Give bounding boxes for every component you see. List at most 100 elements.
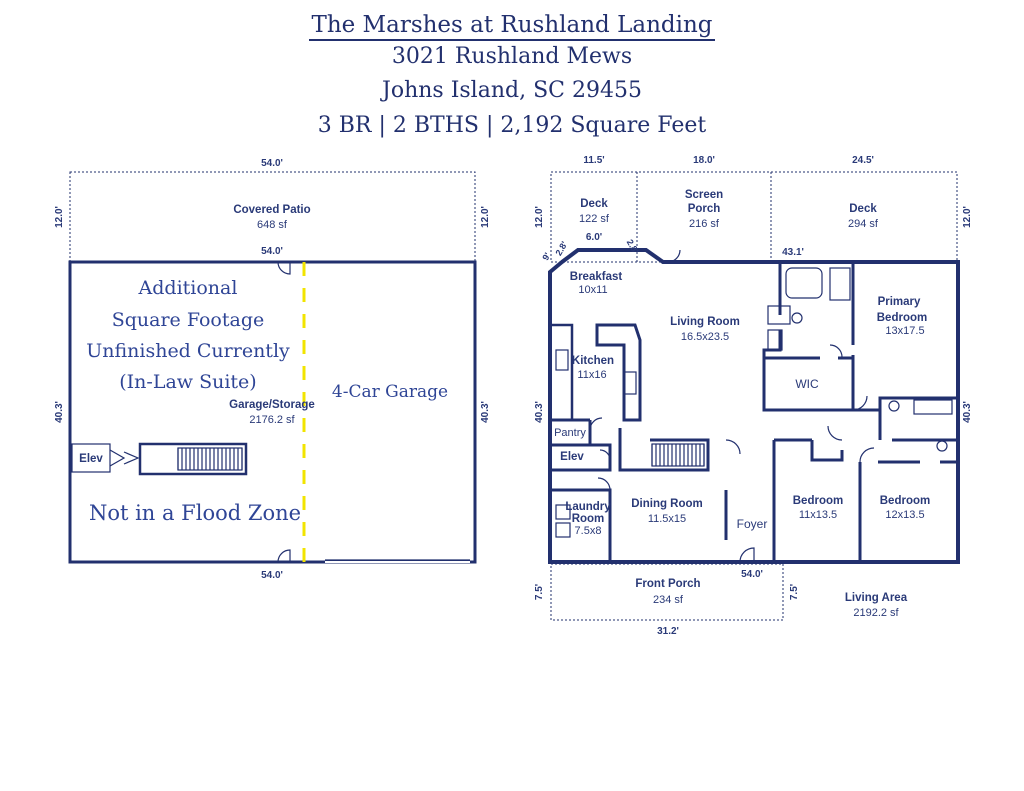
range: [623, 371, 637, 395]
laundry-label-1: Laundry: [565, 501, 611, 513]
stair-run: [177, 447, 243, 471]
lower-level-plan: 54.0' 54.0' 54.0' 12.0' 12.0' 40.3' 40.3…: [54, 158, 491, 581]
elevator-label-lower: Elev: [79, 453, 103, 465]
dim-left-side-main: 40.3': [534, 401, 545, 423]
dim-left-outer: 12.0': [534, 206, 545, 228]
deck-right-area: 294 sf: [848, 218, 879, 230]
primary-toilet: [791, 312, 803, 324]
bedroom-left-size: 11x13.5: [799, 509, 837, 521]
flood-zone-note: Not in a Flood Zone: [89, 501, 301, 525]
dim-bottom: 54.0': [261, 570, 283, 581]
dim-left-side: 40.3': [54, 401, 65, 423]
bedroom-right-door: [859, 447, 875, 463]
front-door: [739, 547, 755, 563]
dining-room-label: Dining Room: [631, 498, 703, 510]
primary-bedroom-size: 13x17.5: [885, 325, 924, 337]
kitchen-sink: [555, 349, 569, 371]
dim-front-wall: 54.0': [741, 569, 763, 580]
living-room-size: 16.5x23.5: [681, 331, 729, 343]
bedroom-right-size: 12x13.5: [885, 509, 924, 521]
dim-wall-top: 54.0': [261, 246, 283, 257]
bedroom-left-door: [827, 425, 843, 441]
hall-tub: [913, 399, 953, 415]
kitchen-counter: [550, 323, 574, 420]
garage-front-door: [277, 549, 291, 563]
pantry-label: Pantry: [554, 427, 586, 439]
dim-porch-left: 7.5': [534, 584, 545, 600]
elevator-box: [71, 443, 111, 473]
lower-stairs: [177, 447, 243, 471]
home-specs: 3 BR | 2 BTHS | 2,192 Square Feet: [317, 113, 707, 138]
dim-top: 54.0': [261, 158, 283, 169]
note-line-3: Unfinished Currently: [86, 340, 290, 362]
laundry-door: [597, 477, 611, 491]
primary-vanity: [767, 305, 791, 325]
kitchen-label: Kitchen: [572, 355, 614, 367]
living-area-label: Living Area: [845, 592, 908, 604]
bedroom-left-walls: [772, 438, 844, 562]
primary-shower: [829, 267, 851, 301]
dim-angle-right: 2.8': [625, 238, 641, 256]
garage-storage-label: Garage/Storage: [229, 399, 315, 411]
dim-right-side-main: 40.3': [962, 401, 973, 423]
dim-porch-right: 7.5': [789, 584, 800, 600]
dim-right-patio: 12.0': [480, 206, 491, 228]
breakfast-size: 10x11: [578, 284, 607, 296]
bedroom-right-label: Bedroom: [880, 495, 930, 507]
street-address: 3021 Rushland Mews: [391, 44, 633, 69]
dryer: [555, 522, 571, 538]
dining-room-size: 11.5x15: [648, 513, 686, 525]
screen-porch-area: 216 sf: [689, 218, 720, 230]
screen-porch-label-1: Screen: [685, 189, 723, 201]
screen-porch-label-2: Porch: [688, 203, 721, 215]
primary-tub: [785, 267, 823, 299]
primary-sink: [767, 329, 783, 351]
kitchen-island: [595, 323, 642, 422]
living-area-value: 2192.2 sf: [853, 607, 899, 619]
stair-walls: [618, 428, 710, 472]
dim-right-outer: 12.0': [962, 206, 973, 228]
bedroom-left-label: Bedroom: [793, 495, 843, 507]
front-porch-area: 234 sf: [653, 594, 684, 606]
stair-landing-door: [123, 451, 140, 465]
primary-bath-door: [852, 395, 868, 411]
city-state-zip: Johns Island, SC 29455: [382, 78, 642, 103]
plan-title: The Marshes at Rushland Landing: [0, 12, 1024, 41]
main-level-plan: 11.5' 18.0' 24.5' 12.0' 12.0' 6.0' 9' 2.…: [534, 155, 973, 637]
wic-label: WIC: [795, 377, 819, 391]
bedroom-right-walls: [858, 460, 958, 562]
garage-storage-area: 2176.2 sf: [249, 414, 295, 426]
closet-door: [725, 439, 741, 455]
elevator-label-main: Elev: [560, 451, 584, 463]
foyer-label: Foyer: [737, 517, 768, 531]
covered-patio-area: 648 sf: [257, 219, 288, 231]
living-room-label: Living Room: [670, 316, 740, 328]
deck-right-label: Deck: [849, 203, 877, 215]
washer: [555, 504, 571, 520]
kitchen-size: 11x16: [577, 369, 606, 381]
dim-angle-left-b: 2.8': [553, 240, 569, 258]
dim-porch-width: 31.2': [657, 626, 679, 637]
note-line-1: Additional: [138, 277, 238, 299]
garage-walls: [68, 260, 477, 564]
breakfast-label: Breakfast: [570, 271, 623, 283]
elevator-door: [109, 449, 126, 467]
dim-left-patio: 12.0': [54, 206, 65, 228]
exterior-walls: [548, 248, 960, 564]
dim-right-side: 40.3': [480, 401, 491, 423]
main-stairs: [651, 443, 705, 467]
stair-enclosure: [138, 442, 248, 476]
deck-left-label: Deck: [580, 198, 608, 210]
note-line-2: Square Footage: [112, 309, 265, 331]
dim-angle-left-a: 9': [540, 251, 552, 262]
utility-walls: [550, 418, 612, 562]
rear-door: [667, 249, 681, 263]
hall-toilet: [936, 440, 948, 452]
covered-patio-label: Covered Patio: [233, 204, 310, 216]
garage-back-door: [277, 261, 291, 275]
laundry-label-2: Room: [572, 513, 605, 525]
dim-deck-right-width: 24.5': [852, 155, 874, 166]
bath-two-walls: [878, 398, 958, 442]
garage-note: 4-Car Garage: [332, 382, 448, 402]
